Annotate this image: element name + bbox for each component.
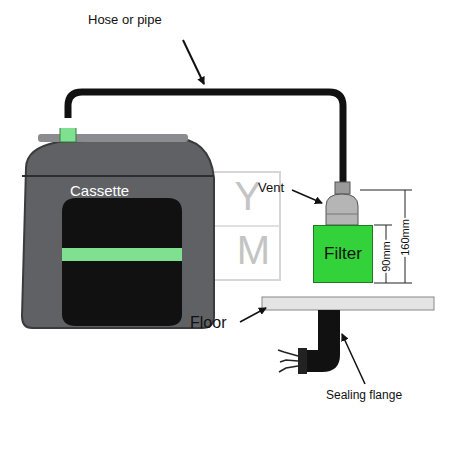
cassette-label: Cassette: [70, 182, 129, 199]
vent-neck: [335, 182, 350, 194]
leader-line: [183, 40, 204, 84]
dimension-label: 90mm: [381, 240, 392, 273]
vent-cap: [326, 194, 358, 225]
cassette-tank: Cassette: [18, 128, 218, 333]
leader-line: [240, 308, 266, 322]
floor-slab: [262, 297, 434, 310]
cassette-shape: [18, 128, 218, 333]
dimension-label: 160mm: [400, 218, 411, 257]
filter-box: Filter: [313, 225, 373, 283]
pipe-elbow: [305, 340, 340, 372]
vent-label: Vent: [258, 180, 284, 195]
filter-label: Filter: [324, 244, 362, 264]
flange-label: Sealing flange: [326, 388, 402, 402]
leader-line: [292, 190, 322, 203]
leader-line: [342, 334, 365, 384]
hose-label: Hose or pipe: [88, 12, 162, 27]
floor-label: Floor: [190, 314, 226, 332]
wires: [278, 350, 298, 372]
